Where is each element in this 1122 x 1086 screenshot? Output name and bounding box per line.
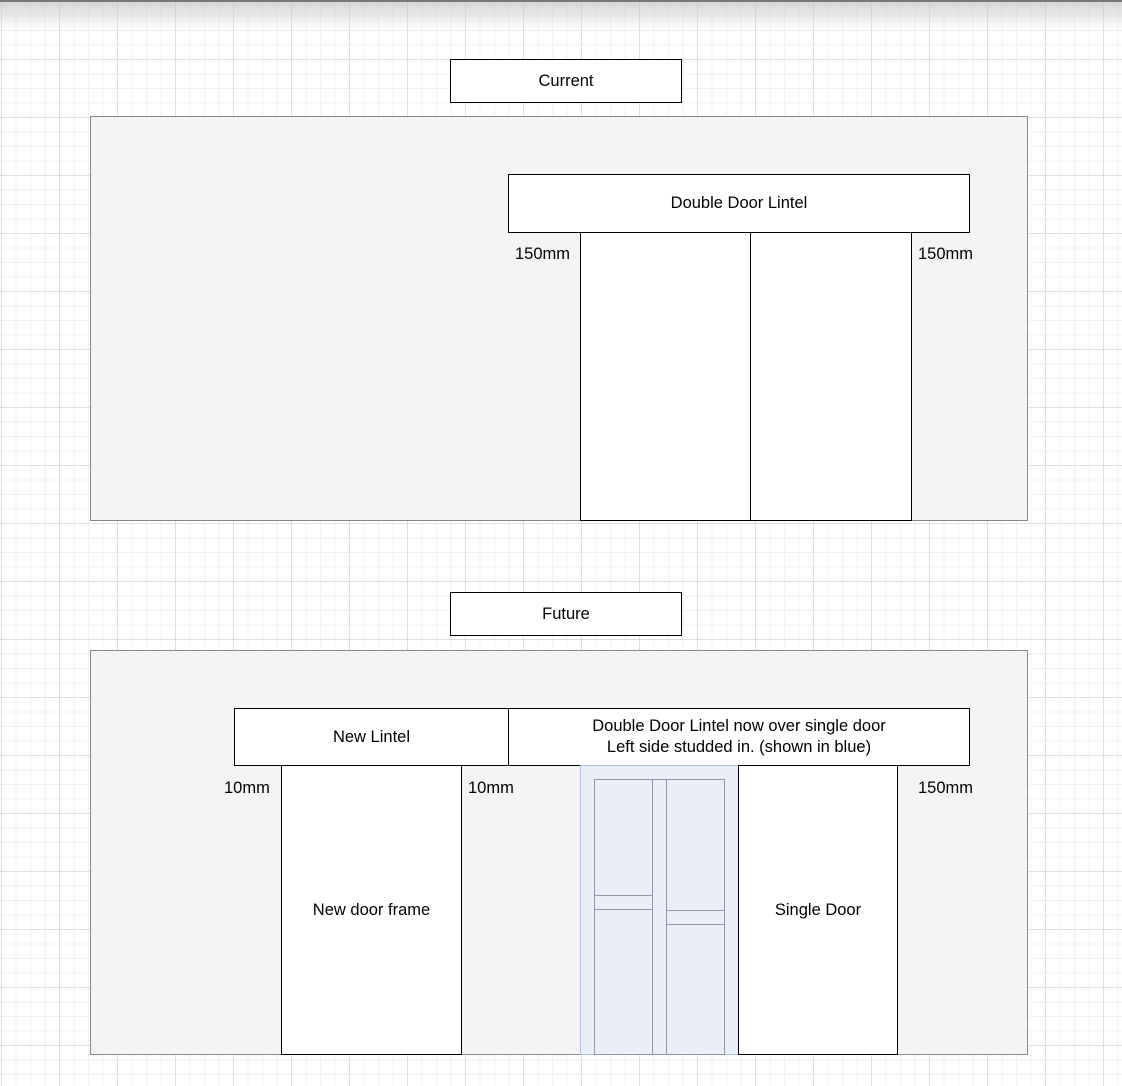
future-left-gap-label: 10mm: [224, 779, 270, 797]
current-right-gap-label: 150mm: [918, 245, 974, 263]
future-middle-gap-label: 10mm: [468, 779, 514, 797]
current-title: Current: [538, 71, 594, 90]
stud-vertical-post: [652, 779, 667, 1055]
single-door[interactable]: Single Door: [738, 765, 898, 1055]
current-lintel-label: Double Door Lintel: [670, 194, 808, 212]
current-left-door[interactable]: [580, 232, 751, 521]
current-double-door-lintel[interactable]: Double Door Lintel: [508, 174, 970, 233]
future-title-box[interactable]: Future: [450, 592, 682, 636]
future-right-gap-label: 150mm: [918, 779, 974, 797]
new-door-frame[interactable]: New door frame: [281, 765, 462, 1055]
new-door-frame-label: New door frame: [312, 900, 431, 919]
future-old-lintel[interactable]: Double Door Lintel now over single door …: [508, 708, 970, 766]
current-left-gap-label: 150mm: [515, 245, 571, 263]
future-new-lintel[interactable]: New Lintel: [234, 708, 509, 766]
canvas-top-shadow: [0, 0, 1122, 30]
old-lintel-line-1: Double Door Lintel now over single door: [592, 717, 886, 735]
old-lintel-line-2: Left side studded in. (shown in blue): [606, 738, 872, 756]
stud-noggin-left: [594, 895, 653, 910]
stud-frame-left: [594, 779, 653, 1055]
future-title: Future: [542, 604, 590, 623]
new-lintel-label: New Lintel: [332, 727, 411, 746]
current-right-door[interactable]: [750, 232, 912, 521]
current-title-box[interactable]: Current: [450, 59, 682, 103]
single-door-label: Single Door: [774, 900, 862, 919]
stud-noggin-right: [666, 910, 725, 925]
